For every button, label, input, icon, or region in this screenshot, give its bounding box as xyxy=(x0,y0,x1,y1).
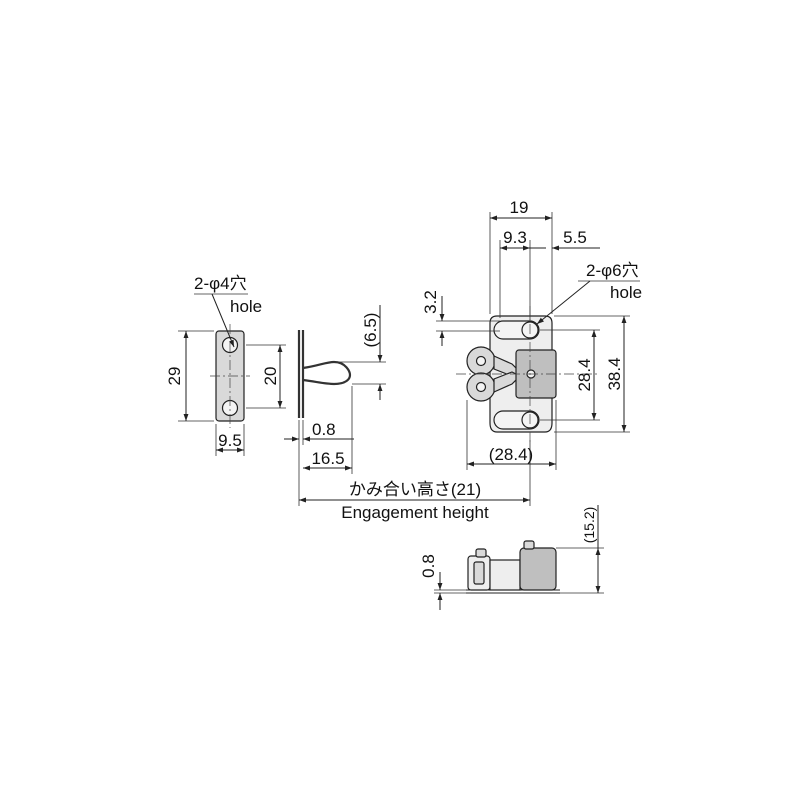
catch-hole-leader xyxy=(536,280,591,325)
strike-hole-leader xyxy=(211,293,235,348)
catch-height-label: 38.4 xyxy=(605,357,624,390)
catch-side-view xyxy=(434,505,604,610)
engagement-dimension xyxy=(299,440,531,506)
catch-body-front-view xyxy=(436,212,640,470)
strike-width-label: 9.5 xyxy=(218,431,242,450)
strike-plate-front-view xyxy=(178,293,286,456)
catch-hole-callout-en: hole xyxy=(610,283,642,302)
strike-hole-callout-jp: 2-φ4穴 xyxy=(194,274,247,293)
spring-thickness-label: 0.8 xyxy=(312,420,336,439)
strike-hole-callout-en: hole xyxy=(230,297,262,316)
side-housing xyxy=(519,547,557,591)
strike-height-label: 29 xyxy=(165,367,184,386)
catch-hole-callout-jp: 2-φ6穴 xyxy=(586,261,639,280)
side-height-label: (15.2) xyxy=(581,507,597,544)
catch-right-dim-label: 5.5 xyxy=(563,228,587,247)
catch-left-dim-label: 9.3 xyxy=(503,228,527,247)
engagement-label-en: Engagement height xyxy=(341,503,489,522)
spring-offset-label: (6.5) xyxy=(361,313,380,348)
catch-hole-pitch-label: 28.4 xyxy=(575,358,594,391)
engagement-label-jp: かみ合い高さ(21) xyxy=(349,480,481,499)
catch-slot-offset-label: 3.2 xyxy=(421,290,440,314)
side-thickness-label: 0.8 xyxy=(419,554,438,578)
catch-width-label: 19 xyxy=(510,198,529,217)
spring-loop xyxy=(302,360,352,386)
side-arm xyxy=(489,559,521,591)
spring-strike-side-view xyxy=(284,305,386,506)
strike-hole-pitch-label: 20 xyxy=(261,367,280,386)
spring-depth-label: 16.5 xyxy=(311,449,344,468)
spring-base-plate xyxy=(297,330,305,418)
catch-base-width-label: (28.4) xyxy=(489,445,533,464)
